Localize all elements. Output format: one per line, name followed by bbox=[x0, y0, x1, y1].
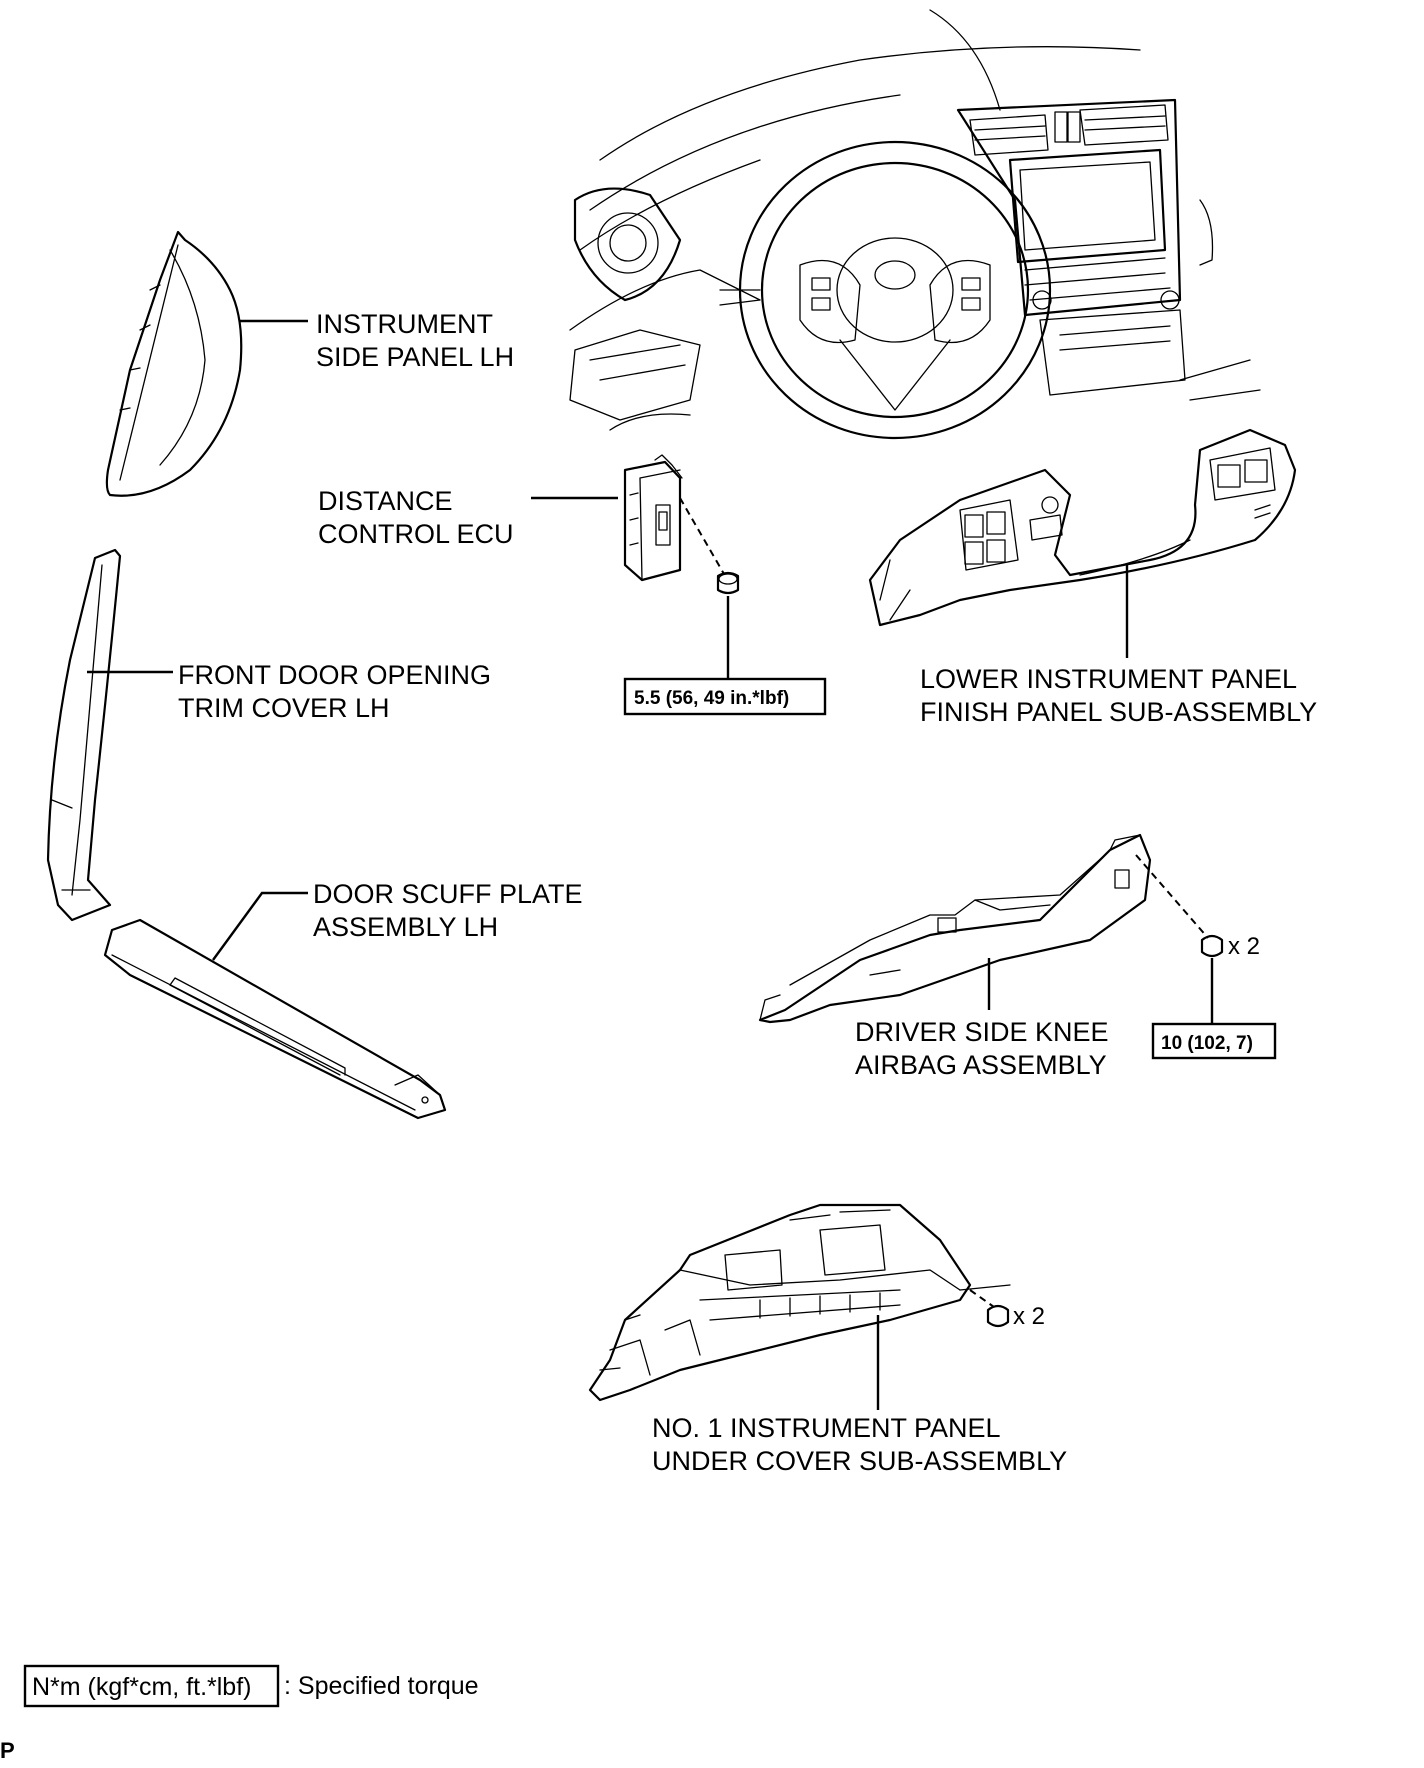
lower-instrument-panel-finish-panel-part bbox=[868, 428, 1297, 627]
distance-control-ecu-part bbox=[623, 454, 740, 595]
torque-legend: N*m (kgf*cm, ft.*lbf) : Specified torque bbox=[23, 1664, 479, 1708]
knee-airbag-label-line1: DRIVER SIDE KNEE bbox=[855, 1017, 1109, 1047]
under-cover-label-line2: UNDER COVER SUB-ASSEMBLY bbox=[652, 1446, 1067, 1476]
knee-airbag-bolt-dashed-line bbox=[1135, 854, 1209, 939]
legend-description: : Specified torque bbox=[284, 1672, 479, 1700]
lower-instrument-panel-label-line2: FINISH PANEL SUB-ASSEMBLY bbox=[920, 697, 1317, 727]
ecu-torque-box bbox=[623, 677, 827, 716]
instrument-side-panel-lh-part bbox=[105, 230, 243, 497]
no1-instrument-panel-under-cover-part bbox=[588, 1203, 1011, 1402]
instrument-side-panel-label-line2: SIDE PANEL LH bbox=[316, 342, 514, 372]
door-scuff-plate-label-line1: DOOR SCUFF PLATE bbox=[313, 879, 583, 909]
distance-control-ecu-label-line2: CONTROL ECU bbox=[318, 519, 514, 549]
legend-unit-box bbox=[23, 1664, 280, 1708]
ecu-torque-value: 5.5 (56, 49 in.*lbf) bbox=[634, 688, 789, 709]
legend-unit-text: N*m (kgf*cm, ft.*lbf) bbox=[32, 1673, 251, 1701]
instrument-side-panel-label-line1: INSTRUMENT bbox=[316, 309, 493, 339]
under-cover-label-line1: NO. 1 INSTRUMENT PANEL bbox=[652, 1413, 1001, 1443]
dashboard-overview-illustration bbox=[569, 9, 1261, 440]
door-scuff-plate-part bbox=[103, 918, 447, 1120]
knee-airbag-bolt-qty: x 2 bbox=[1228, 933, 1260, 960]
corner-mark: P bbox=[0, 1738, 15, 1763]
front-door-trim-label-line1: FRONT DOOR OPENING bbox=[178, 660, 491, 690]
front-door-opening-trim-cover-part bbox=[46, 548, 122, 922]
knee-airbag-torque-box bbox=[1151, 1022, 1277, 1060]
knee-airbag-torque-value: 10 (102, 7) bbox=[1161, 1033, 1253, 1054]
lower-instrument-panel-label-line1: LOWER INSTRUMENT PANEL bbox=[920, 664, 1297, 694]
driver-side-knee-airbag-part bbox=[758, 833, 1224, 1024]
knee-airbag-label-line2: AIRBAG ASSEMBLY bbox=[855, 1050, 1107, 1080]
distance-control-ecu-label-line1: DISTANCE bbox=[318, 486, 453, 516]
under-cover-screw-dashed-line bbox=[969, 1289, 995, 1308]
under-cover-screw-qty: x 2 bbox=[1013, 1303, 1045, 1330]
front-door-trim-label-line2: TRIM COVER LH bbox=[178, 693, 390, 723]
door-scuff-plate-leader bbox=[212, 891, 308, 961]
door-scuff-plate-label-line2: ASSEMBLY LH bbox=[313, 912, 498, 942]
ecu-nut-dashed-line bbox=[679, 497, 725, 575]
